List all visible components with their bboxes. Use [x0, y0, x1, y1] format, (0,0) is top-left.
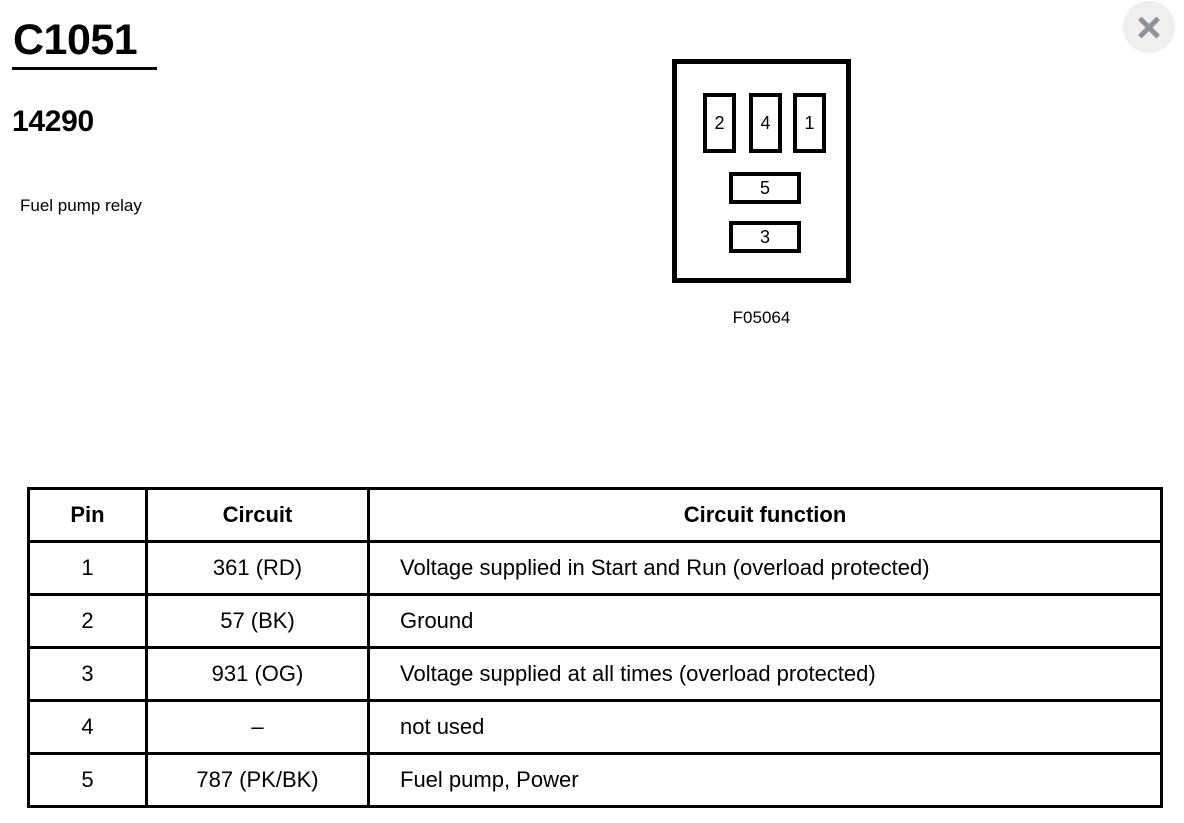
pin-cavity-1: 1: [793, 93, 826, 153]
pin-cavity-label: 3: [759, 227, 770, 247]
cell-pin: 5: [27, 752, 148, 808]
table-row: 5 787 (PK/BK) Fuel pump, Power: [27, 752, 1163, 808]
cell-pin: 3: [27, 646, 148, 702]
pin-cavity-2: 2: [703, 93, 736, 153]
column-header-circuit-function: Circuit function: [367, 487, 1163, 543]
cell-pin: 4: [27, 699, 148, 755]
component-description: Fuel pump relay: [20, 196, 142, 215]
table-row: 1 361 (RD) Voltage supplied in Start and…: [27, 540, 1163, 596]
close-icon: [1123, 1, 1175, 53]
diagram-caption: F05064: [732, 308, 791, 327]
connector-face-diagram: 2 4 1 5 3: [672, 59, 851, 283]
pin-cavity-4: 4: [749, 93, 782, 153]
cell-circuit-function: Voltage supplied in Start and Run (overl…: [367, 540, 1163, 596]
table-row: 4 – not used: [27, 699, 1163, 755]
pin-cavity-label: 1: [804, 113, 815, 133]
cell-circuit: 57 (BK): [145, 593, 370, 649]
cell-circuit: –: [145, 699, 370, 755]
cell-circuit: 787 (PK/BK): [145, 752, 370, 808]
table-row: 3 931 (OG) Voltage supplied at all times…: [27, 646, 1163, 702]
close-button[interactable]: [1123, 1, 1175, 53]
pin-assignment-table: Pin Circuit Circuit function 1 361 (RD) …: [27, 487, 1163, 808]
cell-pin: 1: [27, 540, 148, 596]
cell-circuit-function: not used: [367, 699, 1163, 755]
pin-cavity-label: 4: [760, 113, 771, 133]
part-number: 14290: [12, 105, 94, 138]
table-row: 2 57 (BK) Ground: [27, 593, 1163, 649]
pin-cavity-3: 3: [729, 221, 801, 253]
pin-cavity-5: 5: [729, 172, 801, 204]
pin-cavity-label: 2: [714, 113, 725, 133]
column-header-pin: Pin: [27, 487, 148, 543]
connector-id-title: C1051: [13, 16, 138, 64]
cell-circuit: 361 (RD): [145, 540, 370, 596]
cell-pin: 2: [27, 593, 148, 649]
title-underline-rule: [12, 67, 157, 70]
cell-circuit-function: Ground: [367, 593, 1163, 649]
table-header-row: Pin Circuit Circuit function: [27, 487, 1163, 543]
cell-circuit: 931 (OG): [145, 646, 370, 702]
pin-cavity-label: 5: [759, 178, 770, 198]
column-header-circuit: Circuit: [145, 487, 370, 543]
cell-circuit-function: Fuel pump, Power: [367, 752, 1163, 808]
cell-circuit-function: Voltage supplied at all times (overload …: [367, 646, 1163, 702]
